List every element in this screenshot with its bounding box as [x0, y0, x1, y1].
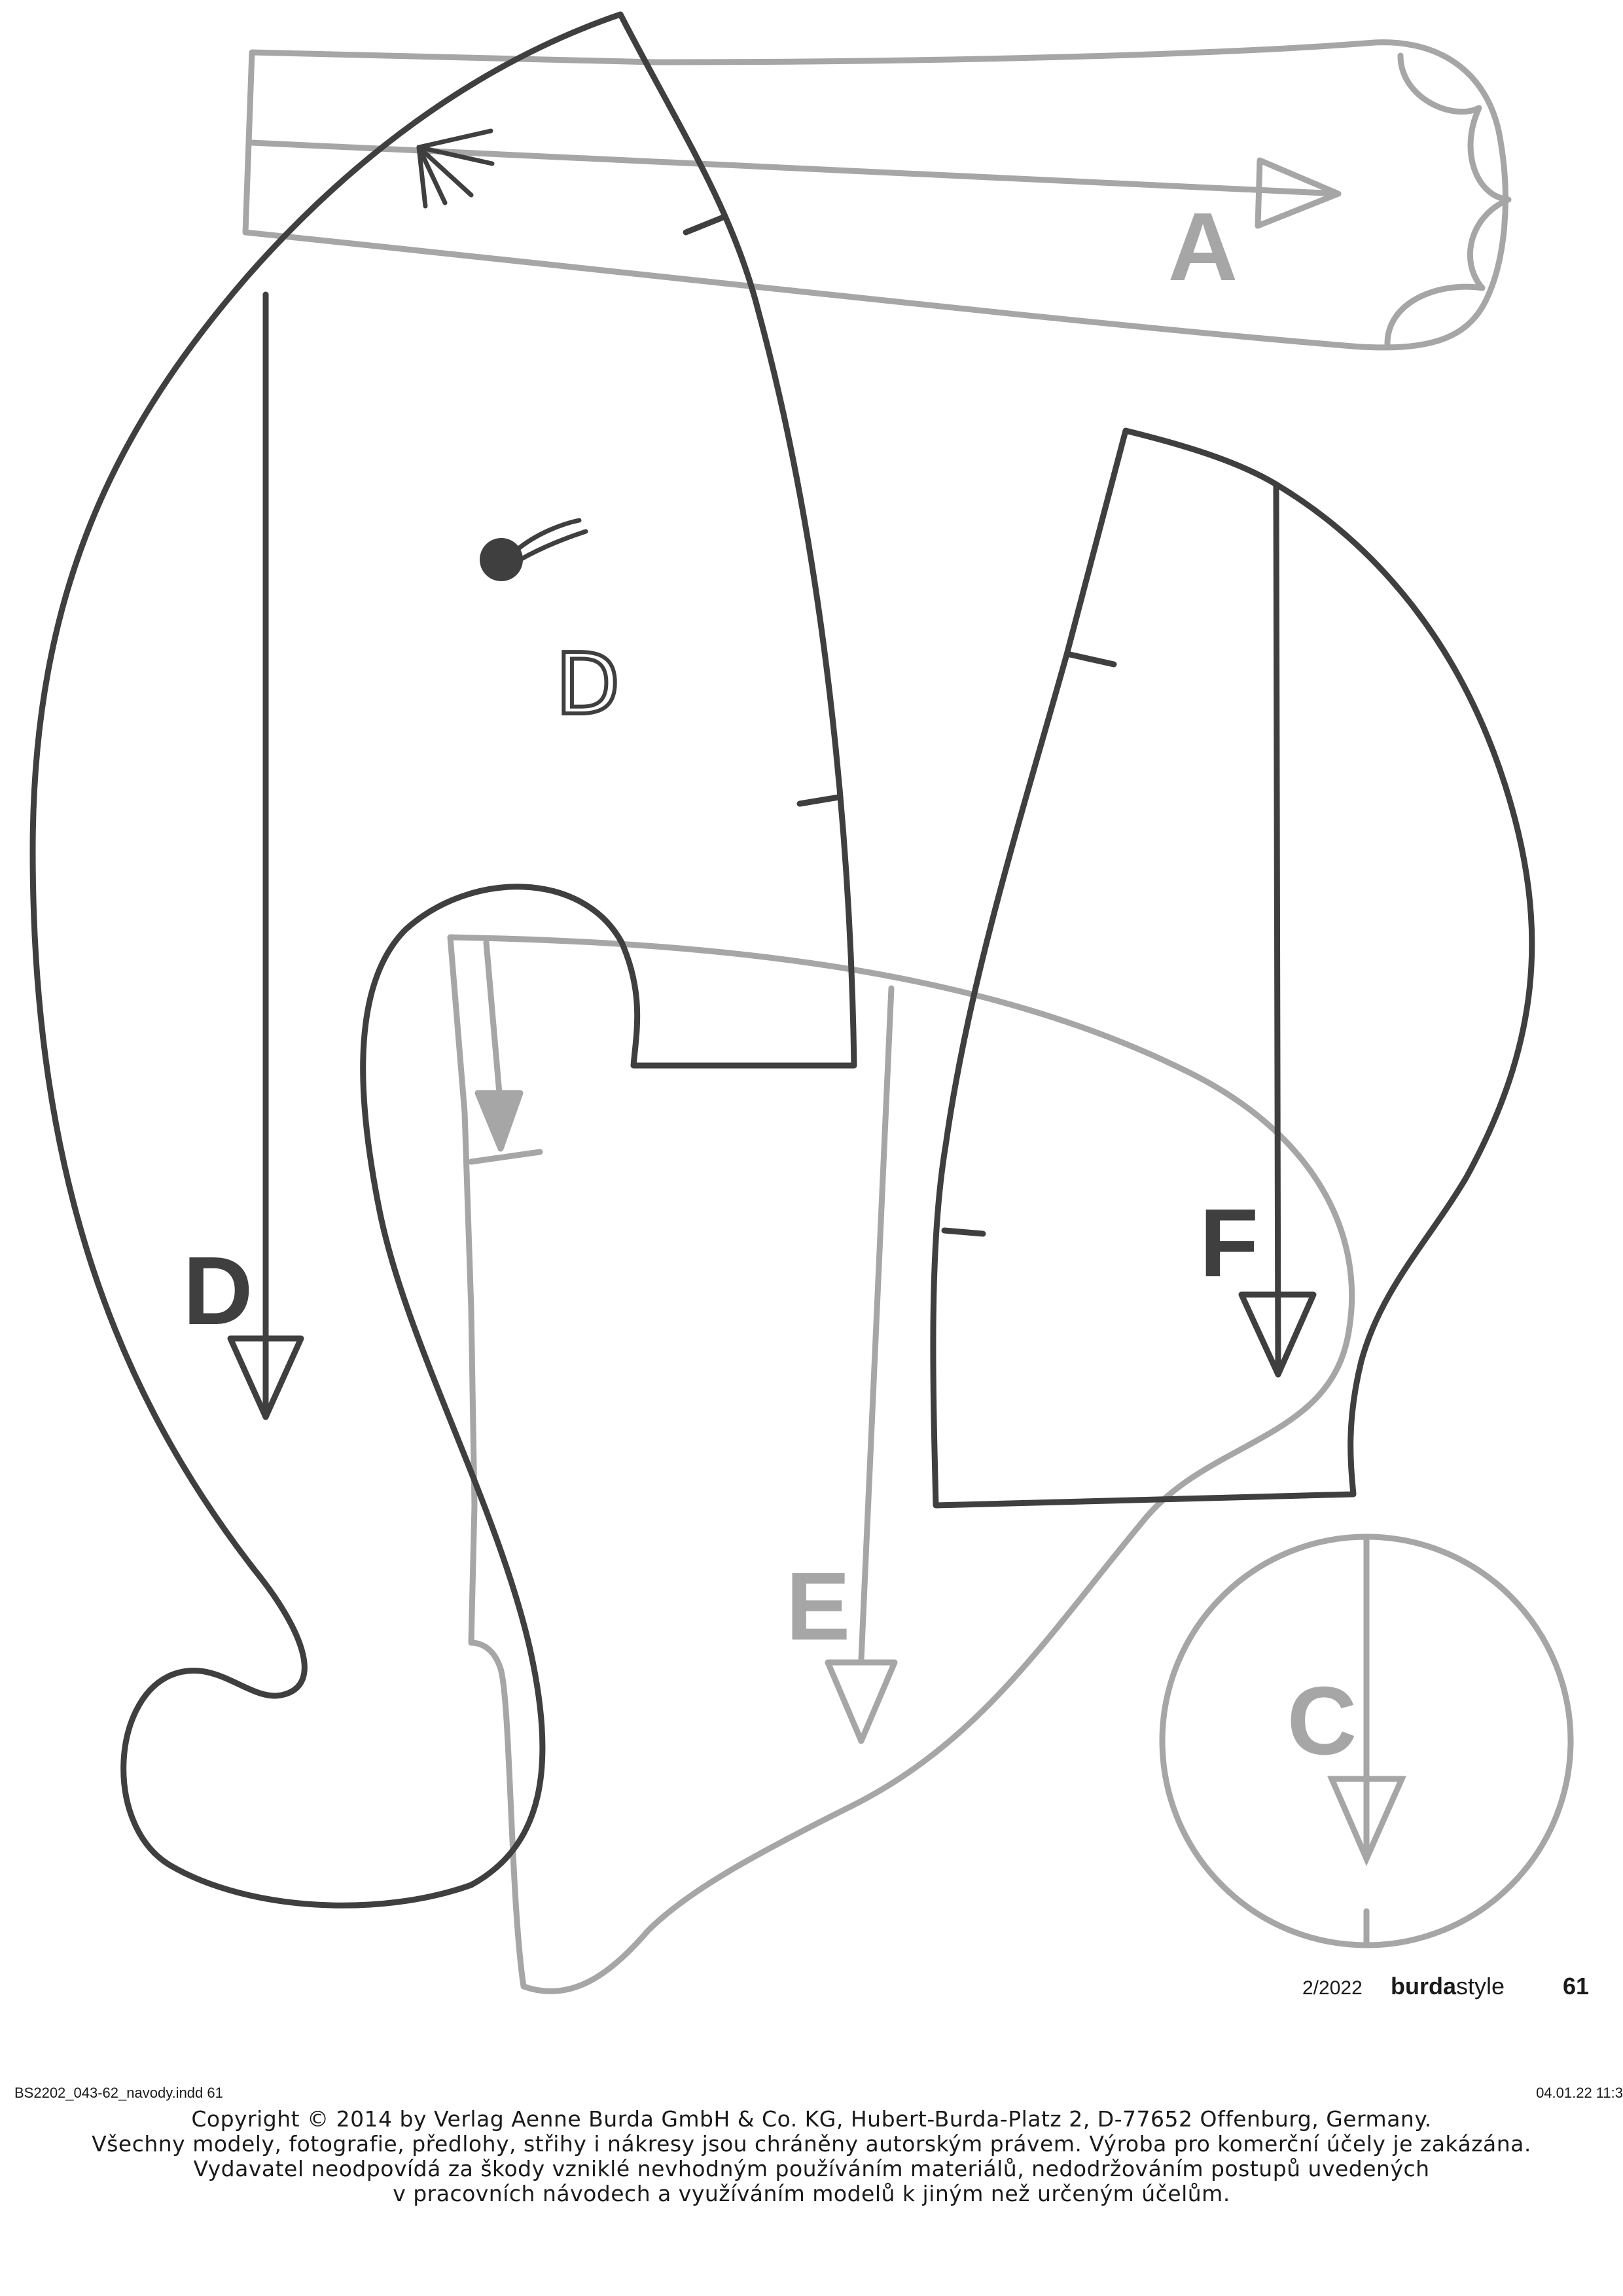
- piece-f-notch-1: [1067, 651, 1117, 668]
- piece-f-arrowhead: [1238, 1291, 1317, 1378]
- piece-d-notch-2: [796, 794, 842, 807]
- pattern-piece-c: [1159, 1534, 1574, 1948]
- piece-label-d-inner: D: [556, 636, 620, 734]
- piece-label-d: D: [183, 1237, 253, 1345]
- piece-label-a: A: [1168, 193, 1238, 301]
- pattern-piece-f: [930, 427, 1535, 1509]
- piece-e-short-grainline: [483, 939, 503, 1096]
- page-number: 61: [1563, 1973, 1589, 2000]
- piece-e-notch: [468, 1149, 543, 1165]
- pattern-piece-e: [447, 934, 1355, 1994]
- slug-date: 04.01.22 11:3: [1536, 2085, 1623, 2101]
- piece-d-dart: [416, 128, 495, 209]
- piece-e-outline: [447, 934, 1355, 1994]
- piece-e-grainline: [858, 985, 895, 1662]
- piece-c-arrowhead: [1327, 1776, 1406, 1867]
- piece-e-arrowhead: [825, 1659, 898, 1744]
- elephant-eyelash-icon: [514, 518, 588, 562]
- brand-logo: burdastyle: [1391, 1973, 1505, 2000]
- piece-a-scallops: [1384, 52, 1512, 347]
- piece-label-e: E: [786, 1552, 851, 1660]
- piece-f-outline: [930, 427, 1535, 1509]
- piece-d-outline: [29, 11, 857, 1909]
- slug-filename: BS2202_043-62_navody.indd 61: [14, 2085, 223, 2101]
- elephant-eye-icon: [480, 538, 523, 581]
- brand-logo-light: style: [1456, 1973, 1505, 2000]
- pattern-piece-d: [29, 11, 857, 1909]
- piece-a-grainline: [249, 139, 1342, 197]
- piece-a-outline: [242, 39, 1508, 351]
- brand-logo-bold: burda: [1391, 1973, 1457, 2000]
- copyright-line-3: Vydavatel neodpovídá za škody vzniklé ne…: [193, 2156, 1430, 2181]
- pattern-piece-a: [242, 39, 1512, 351]
- piece-f-grainline: [1273, 481, 1281, 1378]
- piece-d-arrowhead: [227, 1335, 304, 1420]
- piece-f-notch-2: [941, 1227, 986, 1237]
- piece-d-notch-1: [683, 214, 726, 236]
- piece-label-c: C: [1287, 1667, 1357, 1775]
- piece-e-short-arrowhead: [474, 1090, 524, 1152]
- copyright-line-1: Copyright © 2014 by Verlag Aenne Burda G…: [191, 2106, 1432, 2132]
- copyright-line-4: v pracovních návodech a využíváním model…: [393, 2181, 1230, 2206]
- issue-label: 2/2022: [1302, 1977, 1363, 1999]
- copyright-line-2: Všechny modely, fotografie, předlohy, st…: [92, 2131, 1531, 2157]
- piece-a-arrowhead: [1255, 157, 1342, 229]
- piece-label-f: F: [1200, 1189, 1258, 1297]
